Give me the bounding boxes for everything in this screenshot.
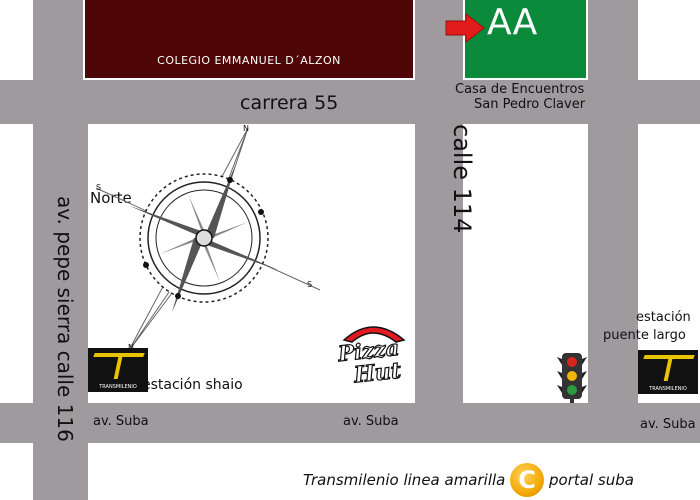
transit-line-badge-letter: C — [518, 466, 536, 494]
compass-needle-label: S — [96, 183, 102, 192]
transmilenio-brand-puente-largo: TRANSMILENIO — [649, 386, 687, 392]
aa-label-line1: Casa de Encuentros — [455, 82, 585, 97]
station-label-puente-largo-line1: estación — [636, 310, 691, 325]
pizza-hut-roof-icon — [342, 326, 406, 343]
pizza-hut-line2: Hut — [352, 357, 403, 389]
street-label-suba-left: av. Suba — [93, 414, 149, 429]
compass-rose-icon — [95, 127, 321, 353]
aa-sign[interactable]: AA — [463, 0, 588, 80]
street-label-calle-114: calle 114 — [448, 124, 476, 234]
street-label-pepe-sierra: av. pepe sierra calle 116 — [53, 196, 77, 442]
aa-arrow-icon — [445, 12, 485, 44]
transmilenio-brand-shaio: TRANSMILENIO — [99, 384, 137, 390]
station-label-shaio: estación shaio — [142, 377, 243, 393]
road-right-vertical — [588, 0, 638, 443]
transit-line-destination: portal suba — [549, 471, 634, 489]
compass-needle-label: N — [128, 343, 134, 352]
transit-line-name: Transmilenio linea amarilla — [303, 471, 506, 489]
aa-sign-text: AA — [487, 2, 538, 43]
station-label-puente-largo-line2: puente largo — [603, 328, 686, 343]
aa-label-line2: San Pedro Claver — [474, 97, 586, 112]
transmilenio-logo-puente-largo: TRANSMILENIO — [638, 350, 698, 394]
road-bottom-horizontal — [0, 403, 700, 443]
compass-needle-label: N — [243, 124, 249, 133]
street-label-carrera-55: carrera 55 — [240, 92, 339, 114]
compass-north-label: Norte — [90, 189, 132, 207]
street-label-suba-mid: av. Suba — [343, 414, 399, 429]
school-building[interactable]: COLEGIO EMMANUEL D´ALZON — [83, 0, 415, 80]
road-top-horizontal — [0, 80, 700, 124]
transit-line-badge: C — [510, 463, 544, 497]
road-middle-vertical — [415, 0, 463, 443]
compass-needle-label: S — [307, 280, 313, 289]
pizza-hut-logo: Pizza Hut — [334, 318, 412, 390]
traffic-light-icon — [557, 353, 587, 403]
street-label-suba-right: av. Suba — [640, 417, 696, 432]
transmilenio-logo-shaio: TRANSMILENIO — [88, 348, 148, 392]
school-label: COLEGIO EMMANUEL D´ALZON — [157, 54, 341, 67]
